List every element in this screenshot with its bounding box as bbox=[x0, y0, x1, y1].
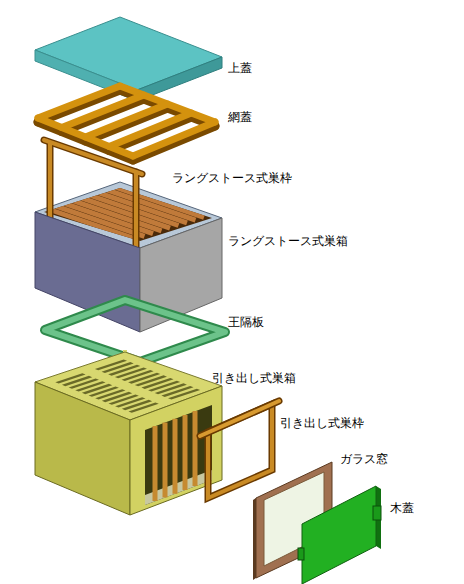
part-label: 上蓋 bbox=[228, 61, 252, 75]
part-label: 引き出し式巣箱 bbox=[212, 371, 296, 385]
part-label: 引き出し式巣枠 bbox=[280, 416, 364, 430]
part-label: ラングストース式巣枠 bbox=[172, 171, 292, 185]
part-label: ガラス窓 bbox=[340, 452, 388, 466]
queen-excluder bbox=[45, 300, 225, 362]
langstroth-box bbox=[35, 212, 222, 332]
drawer-box bbox=[35, 352, 222, 515]
part-label: 網蓋 bbox=[228, 110, 252, 124]
drawer-frame bbox=[200, 401, 279, 498]
wooden-cover bbox=[298, 486, 381, 584]
part-label: 王隔板 bbox=[228, 315, 264, 329]
part-label: 木蓋 bbox=[390, 501, 414, 515]
part-label: ラングストース式巣箱 bbox=[228, 234, 348, 248]
